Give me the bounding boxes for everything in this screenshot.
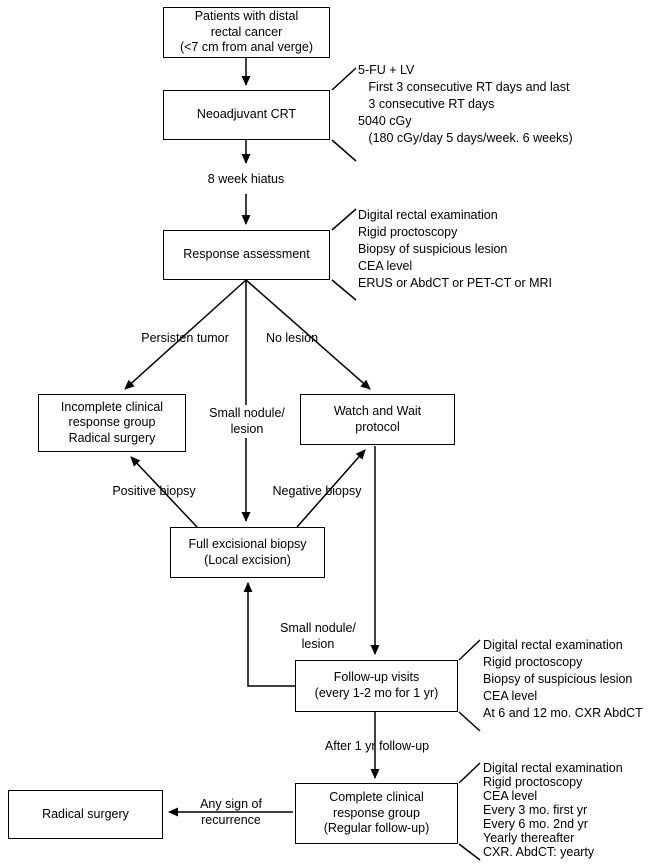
edge-label-after-1yr: After 1 yr follow-up (324, 739, 430, 753)
edge-label-small-nodule-upper: Small nodule/ lesion (199, 405, 295, 438)
edge-label-negative-biopsy: Negative biopsy (272, 484, 362, 498)
edge-label-persistent-tumor: Persisten tumor (141, 331, 229, 345)
node-watch-and-wait: Watch and Wait protocol (300, 394, 455, 445)
node-excisional-biopsy: Full excisional biopsy (Local excision) (170, 527, 325, 578)
node-followup-visits: Follow-up visits (every 1-2 mo for 1 yr) (295, 660, 458, 712)
annotation-complete-line: Every 3 mo. first yr (483, 803, 588, 817)
arrow-biopsy-to-incomplete (130, 456, 198, 528)
node-neoadjuvant-crt: Neoadjuvant CRT (163, 90, 330, 140)
annotation-crt: 5-FU + LV First 3 consecutive RT days an… (358, 62, 573, 147)
edge-label-small-nodule-lower: Small nodule/ lesion (280, 621, 356, 652)
annotation-crt-line: 5040 cGy (358, 114, 412, 128)
annotation-followup: Digital rectal examination Rigid proctos… (483, 637, 643, 722)
node-radical-surgery: Radical surgery (8, 790, 163, 839)
annotation-crt-line: (180 cGy/day 5 days/week. 6 weeks) (358, 131, 573, 145)
annotation-response: Digital rectal examination Rigid proctos… (358, 207, 552, 292)
edge-label-positive-biopsy: Positive biopsy (112, 484, 196, 498)
edge-label-no-lesion: No lesion (265, 331, 319, 345)
bracket-complete-top (458, 762, 481, 784)
bracket-response-bottom (331, 279, 357, 301)
bracket-followup-bottom (458, 711, 481, 732)
bracket-crt-bottom (331, 139, 357, 162)
bracket-crt-top (331, 67, 357, 91)
annotation-crt-line: 5-FU + LV (358, 63, 415, 77)
edge-label-hiatus: 8 week hiatus (207, 172, 285, 186)
annotation-followup-line: Biopsy of suspicious lesion (483, 672, 633, 686)
arrow-response-to-incomplete (124, 279, 247, 390)
annotation-response-line: ERUS or AbdCT or PET-CT or MRI (358, 276, 553, 290)
annotation-response-line: CEA level (358, 259, 413, 273)
annotation-followup-line: At 6 and 12 mo. CXR AbdCT (483, 706, 643, 720)
annotation-complete-line: Rigid proctoscopy (483, 775, 583, 789)
annotation-complete-line: CEA level (483, 789, 538, 803)
annotation-response-line: Rigid proctoscopy (358, 225, 458, 239)
node-incomplete-response: Incomplete clinical response group Radic… (38, 394, 186, 452)
annotation-complete-line: CXR. AbdCT: yearty (483, 845, 595, 859)
node-complete-response: Complete clinical response group (Regula… (295, 783, 458, 844)
edge-label-recurrence: Any sign of recurrence (200, 797, 262, 828)
annotation-complete-line: Yearly thereafter (483, 831, 575, 845)
annotation-response-line: Biopsy of suspicious lesion (358, 242, 508, 256)
node-response-assessment: Response assessment (163, 230, 330, 280)
arrow-biopsy-to-watchwait (296, 449, 366, 528)
annotation-response-line: Digital rectal examination (358, 208, 498, 222)
bracket-response-top (331, 208, 357, 231)
annotation-complete: Digital rectal examination Rigid proctos… (483, 761, 623, 859)
arrow-followup-to-biopsy (243, 582, 295, 687)
arrow-response-to-watchwait (245, 279, 371, 390)
annotation-complete-line: Digital rectal examination (483, 761, 623, 775)
annotation-followup-line: Rigid proctoscopy (483, 655, 583, 669)
annotation-followup-line: CEA level (483, 689, 538, 703)
node-patients: Patients with distal rectal cancer (<7 c… (163, 7, 330, 58)
annotation-crt-line: First 3 consecutive RT days and last (358, 80, 570, 94)
bracket-complete-bottom (458, 843, 481, 861)
bracket-followup-top (458, 639, 481, 661)
annotation-followup-line: Digital rectal examination (483, 638, 623, 652)
annotation-crt-line: 3 consecutive RT days (358, 97, 495, 111)
annotation-complete-line: Every 6 mo. 2nd yr (483, 817, 588, 831)
